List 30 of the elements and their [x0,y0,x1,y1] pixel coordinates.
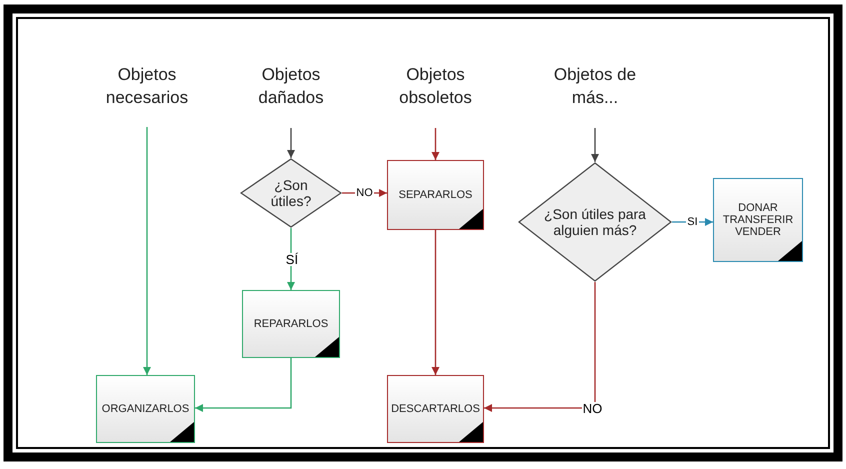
arrow [484,282,596,412]
step-text: ORGANIZARLOS [102,403,190,415]
arrow [287,128,295,158]
process-box [96,375,195,443]
arrow [432,230,440,375]
step-text: DESCARTARLOS [391,403,480,415]
edge-label: NO [582,402,604,414]
decision-diamond [518,162,672,282]
arrow [432,128,440,160]
process-box [242,290,340,358]
step-text: SEPARARLOS [398,189,472,201]
arrow [143,127,151,375]
edge-label: NO [355,186,374,200]
process-box [387,160,484,230]
heading-text: Objetos necesarios [97,62,197,112]
step-text: DONAR TRANSFERIR VENDER [722,202,794,238]
edge-label: SI [686,216,699,228]
arrow [591,128,599,162]
heading-text: Objetos de más... [535,62,655,112]
question-text: ¿Son útiles para alguien más? [543,206,647,238]
arrow [672,218,713,226]
arrow [195,358,292,412]
process-box [713,178,803,262]
process-box [387,375,484,443]
heading-text: Objetos dañados [241,62,341,112]
heading-text: Objetos obsoletos [386,62,486,112]
decision-diamond [240,158,342,228]
question-text: ¿Son útiles? [270,177,312,209]
edge-label: SÍ [284,252,300,266]
step-text: REPARARLOS [254,318,328,330]
